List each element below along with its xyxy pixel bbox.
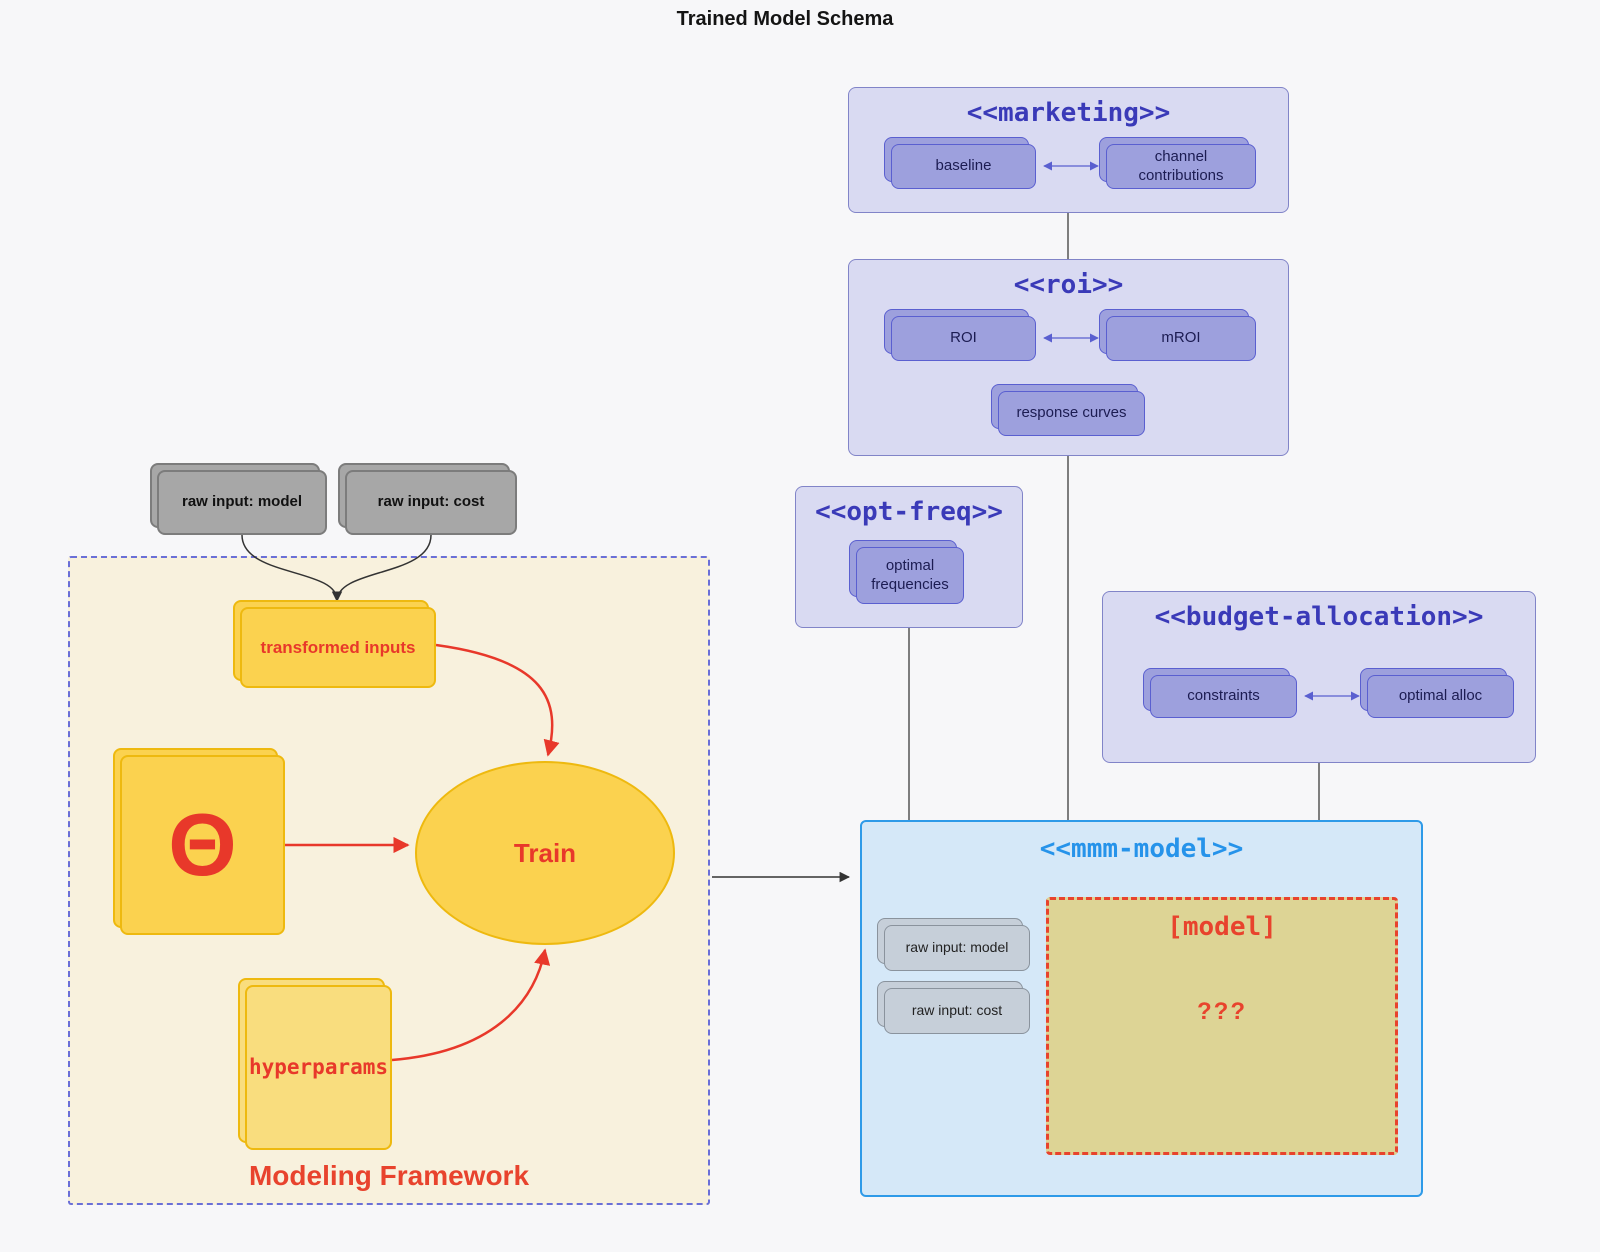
model-unknown-label: ??? (1197, 998, 1247, 1025)
marketing-title: <<marketing>> (966, 98, 1171, 128)
node-response-curves: response curves (991, 384, 1145, 436)
roi-title: <<roi>> (1013, 270, 1124, 300)
node-optimal-frequencies: optimal frequencies (849, 540, 964, 604)
node-mmm-raw-input-model: raw input: model (877, 918, 1030, 971)
mmm-model-title: <<mmm-model>> (1039, 834, 1244, 864)
node-mmm-raw-input-cost: raw input: cost (877, 981, 1030, 1034)
model-placeholder-label: [model] (1167, 912, 1277, 942)
budget-allocation-title: <<budget-allocation>> (1154, 602, 1484, 632)
model-placeholder-box: [model] ??? (1046, 897, 1398, 1155)
node-baseline: baseline (884, 137, 1036, 189)
node-constraints: constraints (1143, 668, 1297, 718)
framework-label: Modeling Framework (248, 1160, 530, 1191)
page-title: Trained Model Schema (676, 8, 894, 30)
node-transformed-inputs: transformed inputs (233, 600, 436, 688)
opt-freq-title: <<opt-freq>> (815, 497, 1003, 527)
node-raw-input-model: raw input: model (150, 463, 327, 535)
node-theta: Θ (113, 748, 285, 935)
node-train: Train (415, 761, 675, 945)
node-hyperparams: hyperparams (238, 978, 392, 1150)
node-optimal-alloc: optimal alloc (1360, 668, 1514, 718)
node-raw-input-cost: raw input: cost (338, 463, 517, 535)
node-channel-contributions: channel contributions (1099, 137, 1256, 189)
node-mroi: mROI (1099, 309, 1256, 361)
node-roi: ROI (884, 309, 1036, 361)
